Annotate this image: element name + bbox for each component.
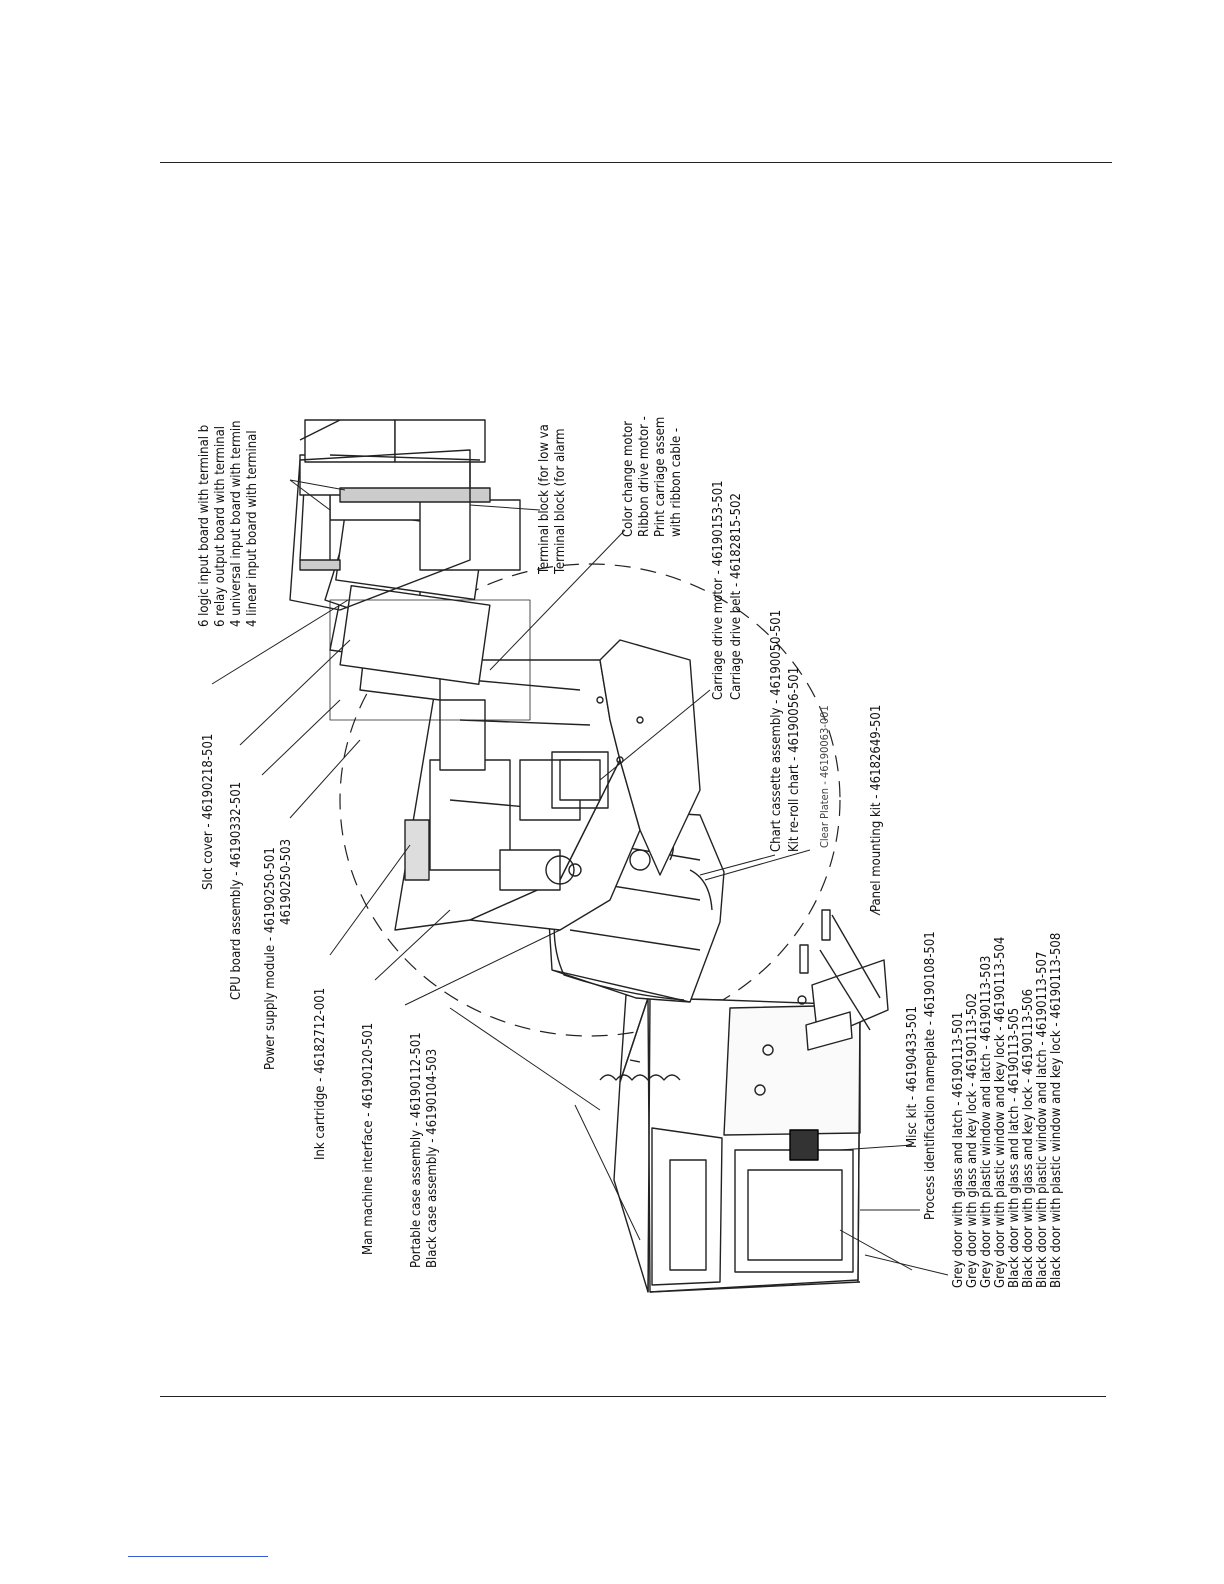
label-kit-reroll: Kit re-roll chart - 46190056-501 — [787, 667, 802, 852]
panel-mounting-kit — [799, 909, 889, 1051]
footer-link-underline[interactable] — [128, 1556, 268, 1557]
label-power-supply-alt: 46190250-503 — [279, 839, 294, 925]
door-options-list: Grey door with glass and latch - 4619011… — [951, 933, 1064, 1288]
label-panel-mounting: Panel mounting kit - 46182649-501 — [869, 705, 884, 912]
label-mmi: Man machine interface - 46190120-501 — [361, 1023, 376, 1255]
label-ribbon-cable: with ribbon cable - — [669, 428, 684, 537]
label-portable-case: Portable case assembly - 46190112-501 — [409, 1032, 424, 1268]
label-print-carriage: Print carriage assem — [653, 417, 668, 537]
case-assembly — [599, 994, 861, 1293]
label-board-linear: 4 linear input board with terminal — [245, 430, 260, 627]
label-ribbon-motor: Ribbon drive motor - — [637, 416, 652, 537]
label-door-option: Grey door with glass and latch - 4619011… — [951, 1012, 966, 1288]
label-terminal-low: Terminal block (for low va — [537, 424, 552, 575]
footer-rule — [160, 1396, 1106, 1397]
label-clear-platen: Clear Platen - 46190063-001 — [818, 705, 831, 848]
label-door-option: Black door with glass and key lock - 461… — [1021, 989, 1036, 1288]
header-rule — [160, 162, 1112, 163]
label-color-motor: Color change motor — [621, 421, 636, 537]
label-door-option: Black door with plastic window and latch… — [1035, 952, 1050, 1288]
label-door-option: Black door with plastic window and key l… — [1049, 933, 1064, 1288]
label-carriage-belt: Carriage drive belt - 46182815-502 — [729, 493, 744, 700]
label-chart-cassette: Chart cassette assembly - 46190050-501 — [769, 610, 784, 852]
leader-lines — [211, 479, 949, 1276]
label-terminal-alarm: Terminal block (for alarm — [553, 428, 568, 575]
detail-dashed-circle — [339, 563, 841, 1037]
label-board-universal: 4 universal input board with termin — [229, 420, 244, 627]
label-black-case: Black case assembly - 46190104-503 — [425, 1049, 440, 1268]
label-cpu-board: CPU board assembly - 46190332-501 — [229, 782, 244, 1000]
label-door-option: Grey door with glass and key lock - 4619… — [965, 993, 980, 1288]
label-misc-kit: Misc kit - 46190433-501 — [905, 1006, 920, 1148]
main-chassis — [394, 659, 641, 931]
label-board-relay: 6 relay output board with terminal — [213, 426, 228, 627]
label-process-nameplate: Process identification nameplate - 46190… — [923, 931, 938, 1220]
label-door-option: Grey door with plastic window and latch … — [979, 956, 994, 1288]
label-board-logic: 6 logic input board with terminal b — [197, 425, 212, 627]
label-ink-cartridge: Ink cartridge - 46182712-001 — [313, 988, 328, 1160]
circuit-boards — [299, 419, 531, 721]
label-carriage-motor: Carriage drive motor - 46190153-501 — [711, 480, 726, 700]
label-power-supply: Power supply module - 46190250-501 — [263, 847, 278, 1070]
label-door-option: Grey door with plastic window and key lo… — [993, 937, 1008, 1288]
label-door-option: Black door with glass and latch - 461901… — [1007, 1008, 1022, 1288]
label-slot-cover: Slot cover - 46190218-501 — [201, 734, 216, 890]
